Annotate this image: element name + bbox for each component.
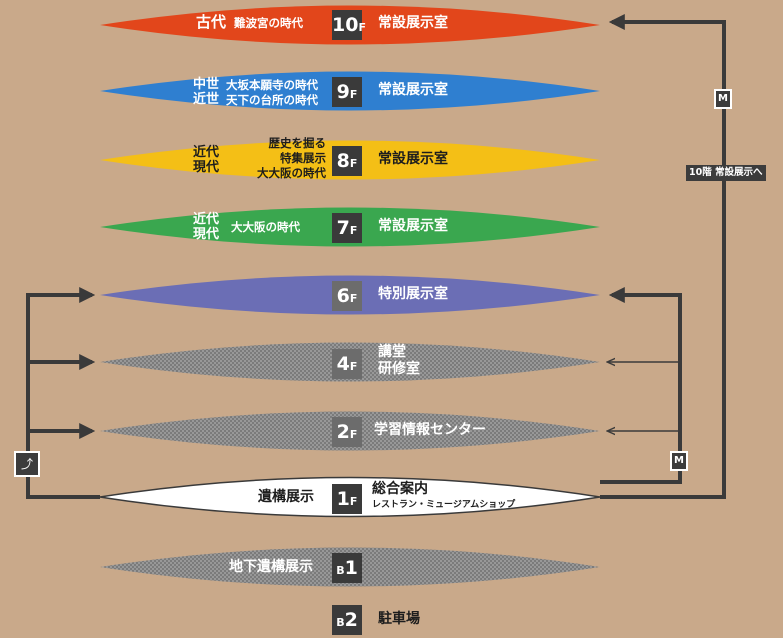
floor-b2-room: 駐車場 [378,611,420,627]
floor-7-exhibit: 大大阪の時代 [231,220,300,234]
floor-1-left-label: 遺構展示 [258,489,314,505]
floor-4-room-2: 研修室 [378,361,420,377]
elevator-icon: M [670,451,688,471]
floor-9-exhibit-2: 天下の台所の時代 [226,93,318,107]
escalator-route [26,287,100,499]
floor-9-exhibit-1: 大坂本願寺の時代 [226,78,318,92]
elevator-thin-arrows [608,362,680,431]
floor-10-room: 常設展示室 [378,15,448,31]
floor-9-era-1: 中世 [193,77,220,92]
floor-6-room: 特別展示室 [378,286,448,302]
floor-10-exhibit: 難波宮の時代 [234,16,303,30]
floor-8-room: 常設展示室 [378,151,448,167]
escalator-icon: ⤴ [14,451,40,477]
floor-7-badge: 7F [332,213,362,243]
floor-2-badge: 2F [332,417,362,447]
floor-1-room: 総合案内 [372,481,428,497]
elevator-icon: M [714,89,732,109]
floor-9-badge: 9F [332,77,362,107]
floor-b1-badge: B1 [332,553,362,583]
floor-8-exhibit-3: 大大阪の時代 [257,166,326,180]
floor-b1-left-label: 地下遺構展示 [229,559,313,575]
floor-7-era-1: 近代 [193,212,220,227]
floor-6-badge: 6F [332,281,362,311]
floor-1-sub: レストラン・ミュージアムショップ [372,500,516,510]
floor-4-badge: 4F [332,349,362,379]
floor-1-badge: 1F [332,484,362,514]
elevator-route [600,14,726,499]
floor-7-era-2: 現代 [193,227,220,242]
floor-8-exhibit-2: 特集展示 [280,151,326,165]
to-10f-label: 10階 常設展示へ [686,165,766,181]
floor-2-room: 学習情報センター [374,422,486,438]
floor-8-badge: 8F [332,146,362,176]
floor-7-room: 常設展示室 [378,218,448,234]
floor-9-era-2: 近世 [193,92,220,107]
floor-b2-badge: B2 [332,605,362,635]
floor-8-era-1: 近代 [193,145,220,160]
floor-10-badge: 10F [332,10,366,40]
floor-8-exhibit-1: 歴史を掘る [268,136,327,150]
floor-10-era: 古代 [196,13,227,31]
floor-9-room: 常設展示室 [378,82,448,98]
floor-4-room-1: 講堂 [378,344,406,360]
floor-8-era-2: 現代 [193,160,220,175]
